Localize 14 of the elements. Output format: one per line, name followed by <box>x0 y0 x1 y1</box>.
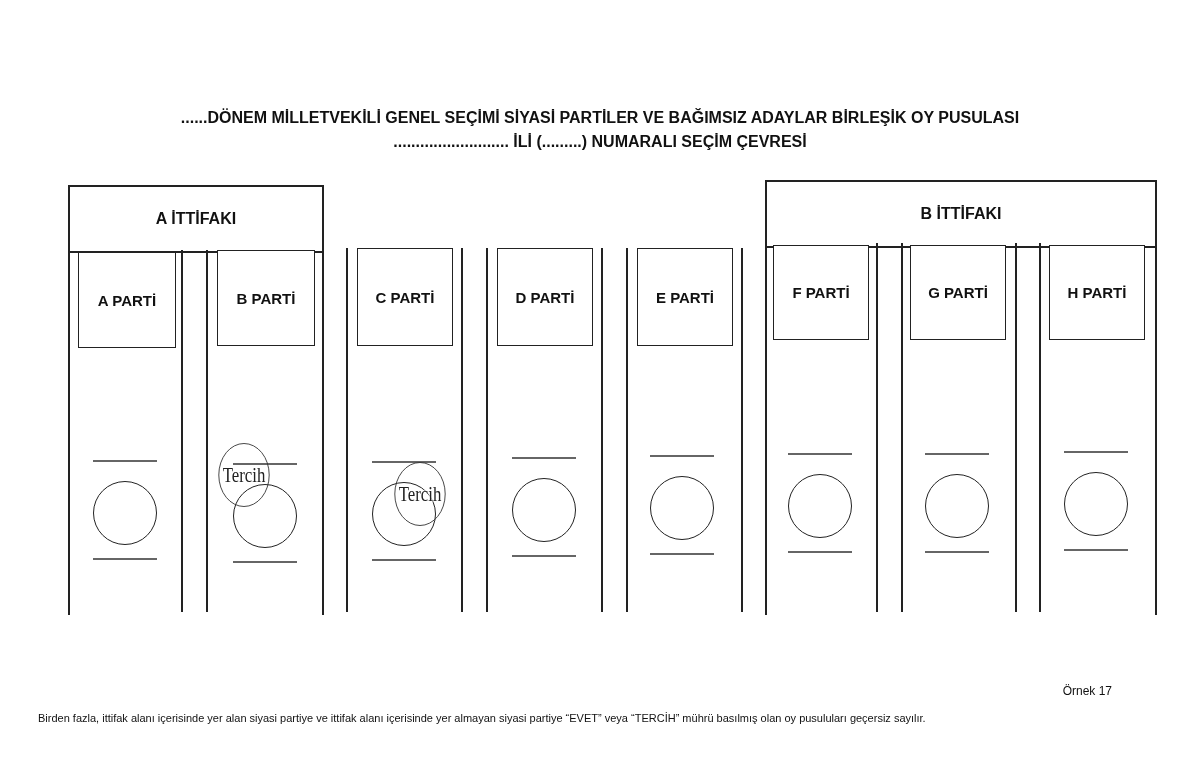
party-box: E PARTİ <box>637 248 733 346</box>
party-box: A PARTİ <box>78 252 176 348</box>
caption-note: Birden fazla, ittifak alanı içerisinde yer alan siyasi partiye ve ittifak alanı içerisinde yer almayan siyasi partiye “EVET” veya “TERCİH” mührü basılmış olan oy pusuluları geçersiz sayılır. <box>38 711 927 726</box>
subtitle: .......................... İLİ (.........) NUMARALI SEÇİM ÇEVRESİ <box>392 133 808 151</box>
title: ......DÖNEM MİLLETVEKİLİ GENEL SEÇİMİ SİYASİ PARTİLER VE BAĞIMSIZ ADAYLAR BİRLEŞİK OY PUSULASI <box>179 109 1021 127</box>
party-box: H PARTİ <box>1049 245 1145 340</box>
party-box: G PARTİ <box>910 245 1006 340</box>
party-box: C PARTİ <box>357 248 453 346</box>
example-number: Örnek 17 <box>1062 684 1112 698</box>
alliance-panel <box>765 180 1157 615</box>
party-box: D PARTİ <box>497 248 593 346</box>
alliance-panel <box>68 185 324 615</box>
party-box: B PARTİ <box>217 250 315 346</box>
party-box: F PARTİ <box>773 245 869 340</box>
